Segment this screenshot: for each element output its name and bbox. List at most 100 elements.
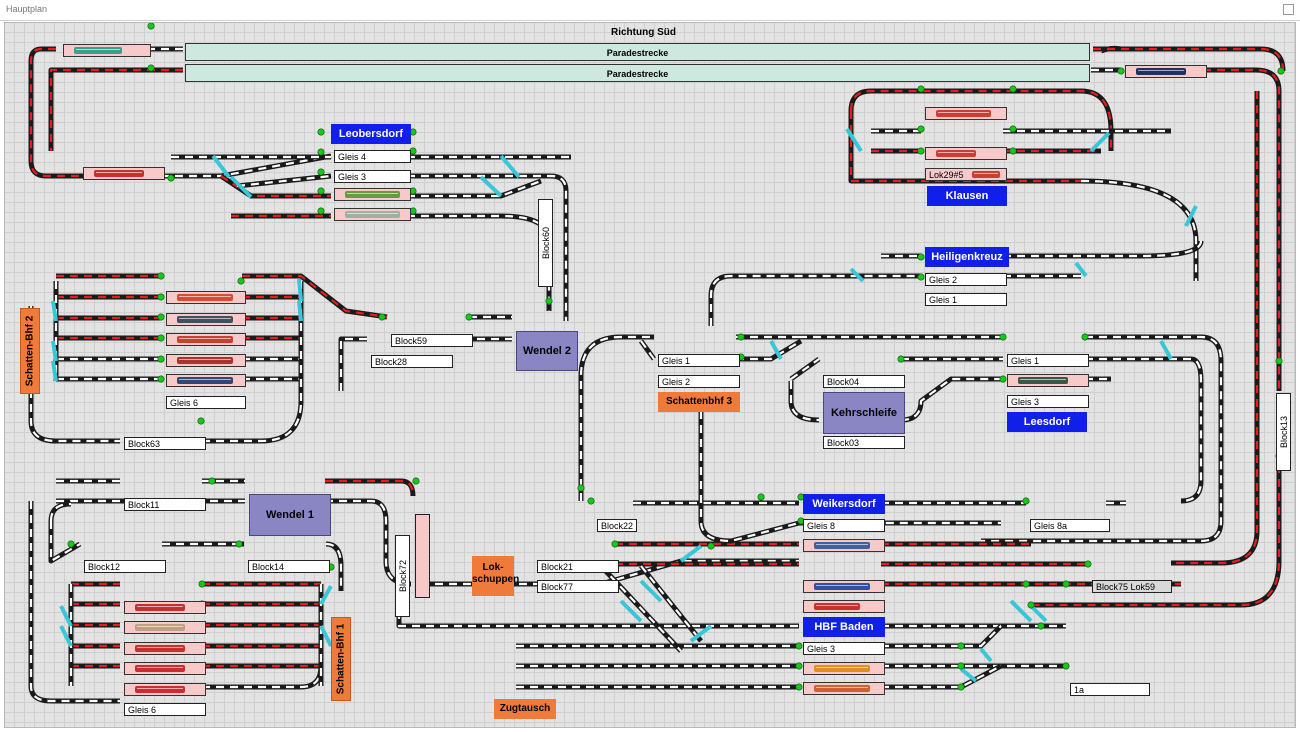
signal-icon[interactable] <box>1037 622 1045 630</box>
signal-icon[interactable] <box>545 297 553 305</box>
station-heiligenkreuz[interactable]: Heiligenkreuz <box>925 247 1009 267</box>
signal-icon[interactable] <box>611 540 619 548</box>
signal-icon[interactable] <box>917 147 925 155</box>
signal-icon[interactable] <box>197 417 205 425</box>
signal-icon[interactable] <box>1027 601 1035 609</box>
signal-icon[interactable] <box>1062 662 1070 670</box>
switch-segment[interactable] <box>619 599 643 623</box>
signal-icon[interactable] <box>235 540 243 548</box>
station-klausen[interactable]: Klausen <box>927 186 1007 206</box>
block-12[interactable]: Block12 <box>84 560 166 573</box>
signal-icon[interactable] <box>917 85 925 93</box>
signal-icon[interactable] <box>317 207 325 215</box>
signal-icon[interactable] <box>157 355 165 363</box>
occupied-block[interactable] <box>925 107 1007 120</box>
signal-icon[interactable] <box>795 642 803 650</box>
signal-icon[interactable] <box>917 273 925 281</box>
block-03[interactable]: Block03 <box>823 436 905 449</box>
block-schattenbhf3-gleis-2[interactable]: Gleis 2 <box>658 375 740 388</box>
parade-track-1[interactable]: Paradestrecke <box>185 43 1090 61</box>
switch-segment[interactable] <box>1074 261 1088 278</box>
switch-segment[interactable] <box>769 340 783 360</box>
signal-icon[interactable] <box>707 542 715 550</box>
switch-segment[interactable] <box>1184 205 1198 227</box>
signal-icon[interactable] <box>917 125 925 133</box>
signal-icon[interactable] <box>1009 125 1017 133</box>
kehrschleife[interactable]: Kehrschleife <box>823 392 905 434</box>
block-72[interactable]: Block72 <box>395 535 410 617</box>
signal-icon[interactable] <box>999 375 1007 383</box>
block-weikersdorf-gleis-8a[interactable]: Gleis 8a <box>1030 519 1110 532</box>
signal-icon[interactable] <box>587 497 595 505</box>
switch-segment[interactable] <box>1159 340 1173 360</box>
wendel-1[interactable]: Wendel 1 <box>249 494 331 536</box>
signal-icon[interactable] <box>157 375 165 383</box>
switch-segment[interactable] <box>211 154 231 179</box>
track-plan-canvas[interactable]: Richtung Süd Paradestrecke Paradestrecke… <box>4 22 1296 728</box>
occupied-block[interactable] <box>803 600 885 613</box>
switch-segment[interactable] <box>59 605 73 627</box>
station-leobersdorf[interactable]: Leobersdorf <box>331 124 411 144</box>
block-1a[interactable]: 1a <box>1070 683 1150 696</box>
switch-segment[interactable] <box>959 667 978 683</box>
signal-icon[interactable] <box>737 333 745 341</box>
switch-segment[interactable] <box>319 625 333 647</box>
signal-icon[interactable] <box>1084 560 1092 568</box>
switch-segment[interactable] <box>479 175 503 198</box>
block-59[interactable]: Block59 <box>391 334 473 347</box>
block-63[interactable]: Block63 <box>124 437 206 450</box>
signal-icon[interactable] <box>157 334 165 342</box>
signal-icon[interactable] <box>317 168 325 176</box>
signal-icon[interactable] <box>147 64 155 72</box>
block-leesdorf-gleis-1[interactable]: Gleis 1 <box>1007 354 1089 367</box>
block-leobersdorf-gleis-4[interactable]: Gleis 4 <box>334 150 411 163</box>
block-60[interactable]: Block60 <box>538 199 553 287</box>
switch-segment[interactable] <box>297 300 303 322</box>
station-leesdorf[interactable]: Leesdorf <box>1007 412 1087 432</box>
signal-icon[interactable] <box>1081 333 1089 341</box>
switch-segment[interactable] <box>845 127 863 153</box>
occupied-block[interactable] <box>334 208 411 221</box>
switch-segment[interactable] <box>979 647 993 663</box>
signal-icon[interactable] <box>317 128 325 136</box>
occupied-block[interactable] <box>166 333 246 346</box>
switch-segment[interactable] <box>229 175 253 199</box>
parade-track-2[interactable]: Paradestrecke <box>185 64 1090 82</box>
switch-segment[interactable] <box>51 360 58 382</box>
occupied-block-wendel1-exit[interactable] <box>415 514 430 598</box>
block-75[interactable]: Block75 Lok59 <box>1092 580 1172 593</box>
occupied-block[interactable] <box>124 642 206 655</box>
signal-icon[interactable] <box>157 313 165 321</box>
block-77[interactable]: Block77 <box>537 580 619 593</box>
station-schattenbhf-2[interactable]: Schatten-Bhf 2 <box>20 308 40 394</box>
block-heiligenkreuz-gleis-2[interactable]: Gleis 2 <box>925 273 1007 286</box>
occupied-block[interactable] <box>124 662 206 675</box>
occupied-block[interactable] <box>124 683 206 696</box>
block-21[interactable]: Block21 <box>537 560 619 573</box>
signal-icon[interactable] <box>317 148 325 156</box>
switch-segment[interactable] <box>297 278 303 302</box>
occupied-block[interactable] <box>166 354 246 367</box>
signal-icon[interactable] <box>198 580 206 588</box>
signal-icon[interactable] <box>208 477 216 485</box>
signal-icon[interactable] <box>757 493 765 501</box>
occupied-block-klausen-lok[interactable]: Lok29#5 <box>925 168 1007 181</box>
switch-segment[interactable] <box>319 585 333 605</box>
station-hbf-baden[interactable]: HBF Baden <box>803 617 885 637</box>
block-28[interactable]: Block28 <box>371 355 453 368</box>
signal-icon[interactable] <box>577 484 585 492</box>
signal-icon[interactable] <box>917 253 925 261</box>
switch-segment[interactable] <box>51 300 58 322</box>
occupied-block[interactable] <box>63 44 151 57</box>
occupied-block[interactable] <box>803 662 885 675</box>
block-22[interactable]: Block22 <box>597 519 637 532</box>
occupied-block[interactable] <box>166 374 246 387</box>
signal-icon[interactable] <box>157 293 165 301</box>
occupied-block[interactable] <box>83 167 165 180</box>
occupied-block[interactable] <box>166 291 246 304</box>
block-11[interactable]: Block11 <box>124 498 206 511</box>
signal-icon[interactable] <box>897 355 905 363</box>
station-zugtausch[interactable]: Zugtausch <box>494 699 556 719</box>
signal-icon[interactable] <box>795 662 803 670</box>
block-heiligenkreuz-gleis-1[interactable]: Gleis 1 <box>925 293 1007 306</box>
